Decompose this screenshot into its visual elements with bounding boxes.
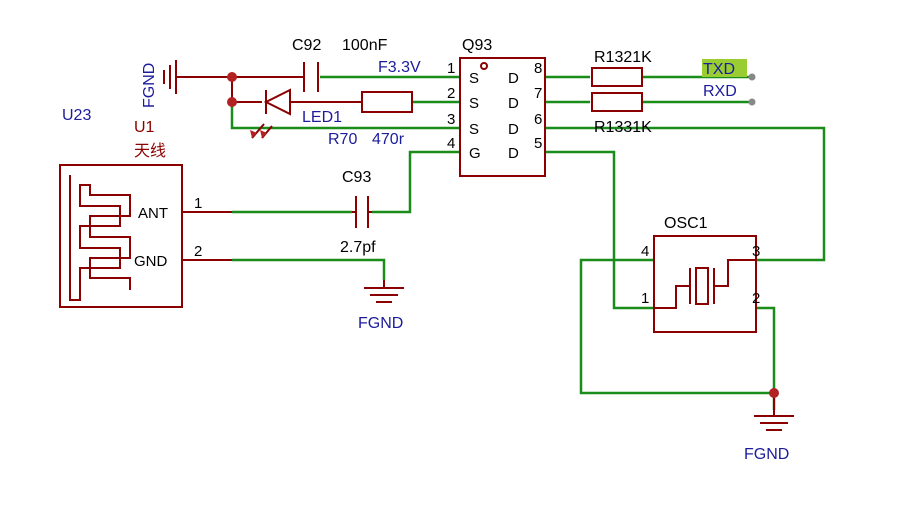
power-net-label: F3.3V <box>378 59 421 76</box>
c93-body <box>352 196 372 228</box>
led-arrow-head-1 <box>250 130 257 138</box>
resistors-right <box>591 67 643 112</box>
rxd-terminal <box>748 98 756 106</box>
c93-value: 2.7pf <box>340 239 376 256</box>
ground-right-symbol <box>754 393 794 431</box>
q93-pin2-name: S <box>469 95 479 112</box>
q93-pin7-num: 7 <box>534 85 542 102</box>
osc-body <box>653 235 757 333</box>
txd-highlight <box>702 59 747 77</box>
antenna-ref: U23 <box>62 107 91 124</box>
ground-mid-symbol <box>364 280 404 303</box>
junction-top <box>227 72 237 82</box>
osc-pin1-num: 1 <box>641 290 649 307</box>
ground-mid-label: FGND <box>358 315 403 332</box>
wire-osc2-to-ground <box>756 306 776 410</box>
q93-body <box>459 57 546 177</box>
led-ref: LED1 <box>302 109 342 126</box>
antenna-designator: U1 <box>134 119 155 136</box>
c93-ref: C93 <box>342 169 371 186</box>
q93-pin5-name: D <box>508 145 519 162</box>
wire-pin6-to-osc3 <box>545 126 826 262</box>
antenna-pin-ant-num: 1 <box>194 195 202 212</box>
q93-pin3-name: S <box>469 121 479 138</box>
ground-right-label: FGND <box>744 446 789 463</box>
wire-osc4-loop <box>579 258 774 395</box>
antenna-pin-gnd-name: GND <box>134 253 168 270</box>
wire-pin3-to-node <box>230 102 460 130</box>
wire-pin4-to-c93 <box>372 150 460 214</box>
r70-ref: R70 <box>328 131 357 148</box>
rxd-label: RXD <box>703 83 737 100</box>
q93-pin8-name: D <box>508 70 519 87</box>
antenna-pin-gnd-num: 2 <box>194 243 202 260</box>
osc-pin3-num: 3 <box>752 243 760 260</box>
antenna-body <box>59 164 232 308</box>
q93-pin4-num: 4 <box>447 135 455 152</box>
junction-led <box>227 97 237 107</box>
junction-ground-right <box>769 388 779 398</box>
q93-pin6-name: D <box>508 121 519 138</box>
osc-pin2-num: 2 <box>752 290 760 307</box>
ground-top-label: FGND <box>141 63 158 108</box>
q93-pin4-name: G <box>469 145 481 162</box>
osc-ref: OSC1 <box>664 215 708 232</box>
r133-label: R1331K <box>594 119 652 136</box>
top-left-network <box>163 60 413 139</box>
r132-label: R1321K <box>594 49 652 66</box>
q93-pin6-num: 6 <box>534 111 542 128</box>
q93-pin2-num: 2 <box>447 85 455 102</box>
q93-pin5-num: 5 <box>534 135 542 152</box>
txd-label: TXD <box>703 61 735 78</box>
r70-value: 470r <box>372 131 405 148</box>
q93-pin3-num: 3 <box>447 111 455 128</box>
q93-pin1-name: S <box>469 70 479 87</box>
c92-ref: C92 <box>292 37 321 54</box>
led-arrow-head-2 <box>260 130 267 138</box>
q93-pin1-num: 1 <box>447 60 455 77</box>
antenna-name: 天线 <box>134 142 166 160</box>
wires <box>230 75 826 410</box>
q93-pin7-name: D <box>508 95 519 112</box>
wire-gnd-to-ground <box>232 258 386 280</box>
antenna-pin-ant-name: ANT <box>138 205 168 222</box>
txd-terminal <box>748 73 756 81</box>
osc-pin4-num: 4 <box>641 243 649 260</box>
q93-pin8-num: 8 <box>534 60 542 77</box>
q93-ref: Q93 <box>462 37 492 54</box>
c92-value: 100nF <box>342 37 388 54</box>
wire-pin5-to-osc1 <box>545 150 654 310</box>
